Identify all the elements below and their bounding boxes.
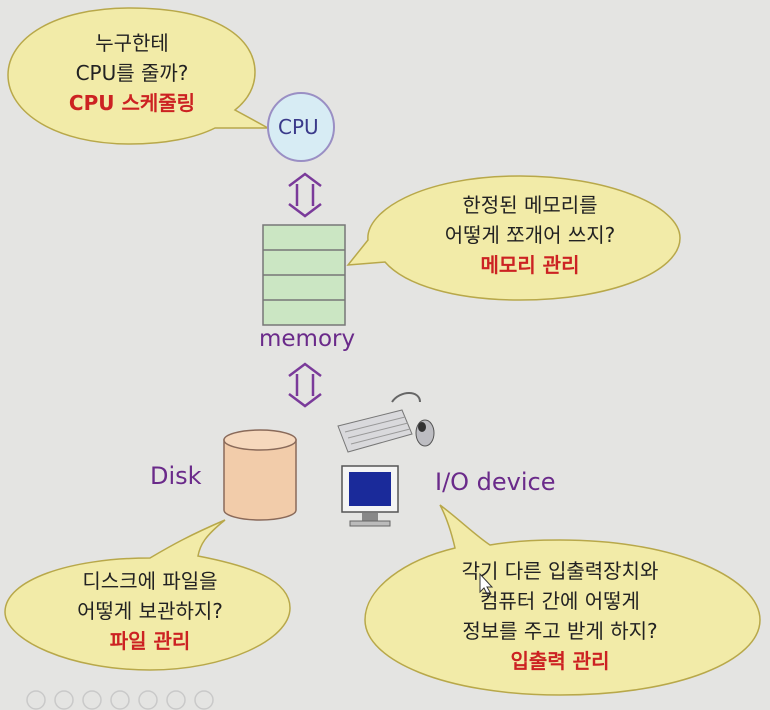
io-bubble-title: 입출력 관리 <box>510 649 610 673</box>
cpu-bubble-line1: 누구한테 <box>95 31 169 55</box>
memory-bubble-text: 한정된 메모리를 어떻게 쪼개어 쓰지? 메모리 관리 <box>405 190 655 280</box>
io-device-label: I/O device <box>435 468 556 496</box>
cpu-circle <box>267 92 335 162</box>
memory-stack <box>262 224 346 326</box>
memory-bubble-line2: 어떻게 쪼개어 쓰지? <box>444 223 616 247</box>
cpu-label: CPU <box>278 115 319 139</box>
memory-speech-bubble <box>346 175 681 301</box>
io-bubble-line1: 각기 다른 입출력장치와 <box>461 559 659 583</box>
memory-bubble-title: 메모리 관리 <box>480 253 580 277</box>
monitor-icon <box>341 465 399 527</box>
memory-label: memory <box>259 326 356 352</box>
cpu-bubble-line2: CPU를 줄까? <box>75 61 189 85</box>
cpu-bubble-title: CPU 스케줄링 <box>68 91 196 115</box>
memory-bubble-line1: 한정된 메모리를 <box>462 193 598 217</box>
cpu-speech-bubble <box>7 7 269 145</box>
mouse-cursor-icon <box>479 572 494 597</box>
io-bubble-line3: 정보를 주고 받게 하지? <box>462 619 658 643</box>
faint-toolbar <box>26 690 214 710</box>
disk-bubble-line1: 디스크에 파일을 <box>82 569 218 593</box>
cpu-bubble-text: 누구한테 CPU를 줄까? CPU 스케줄링 <box>42 28 222 118</box>
io-bubble-line2: 컴퓨터 간에 어떻게 <box>480 589 640 613</box>
double-arrow-icon <box>288 172 322 218</box>
disk-bubble-title: 파일 관리 <box>109 629 191 653</box>
disk-bubble-text: 디스크에 파일을 어떻게 보관하지? 파일 관리 <box>40 566 260 656</box>
disk-label: Disk <box>150 462 202 490</box>
disk-cylinder <box>223 429 297 521</box>
keyboard-icon <box>337 392 421 453</box>
io-bubble-text: 각기 다른 입출력장치와 컴퓨터 간에 어떻게 정보를 주고 받게 하지? 입출… <box>410 556 710 676</box>
double-arrow-icon <box>288 362 322 408</box>
disk-speech-bubble <box>4 519 291 671</box>
io-speech-bubble <box>364 504 761 696</box>
disk-bubble-line2: 어떻게 보관하지? <box>77 599 223 623</box>
mouse-icon <box>415 419 435 447</box>
